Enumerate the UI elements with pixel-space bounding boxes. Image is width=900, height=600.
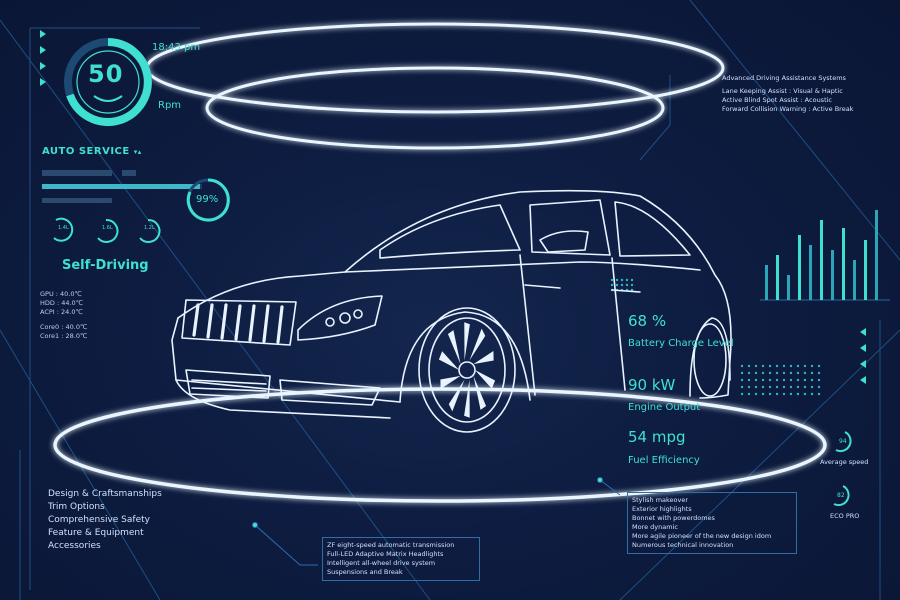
top-ring-inner <box>205 66 665 150</box>
adas-line-3: Forward Collision Warning : Active Break <box>722 105 854 113</box>
auto-service-text: AUTO SERVICE <box>42 146 130 157</box>
stat-core1: Core1 : 28.0℃ <box>40 332 88 340</box>
rpm-unit: Rpm <box>158 100 182 111</box>
adas-line-2: Active Blind Spot Assist : Acoustic <box>722 96 832 104</box>
menu-item-accessories[interactable]: Accessories <box>48 541 101 551</box>
makeover-line-1: Stylish makeover <box>632 496 689 504</box>
makeover-box: Stylish makeover Exterior highlights Bon… <box>627 492 797 554</box>
bar-chart-bar <box>765 265 768 300</box>
bar-chart-bar <box>875 210 878 300</box>
rpm-value: 50 <box>88 60 124 88</box>
bar-chart-bar <box>842 228 845 300</box>
auto-service-label[interactable]: AUTO SERVICE ▾▴ <box>42 146 142 157</box>
menu-item-feature[interactable]: Feature & Equipment <box>48 528 144 538</box>
makeover-line-4: More dynamic <box>632 523 678 531</box>
bar-chart-bar <box>853 260 856 300</box>
service-bar-2 <box>122 170 136 176</box>
base-ring <box>53 387 827 503</box>
stat-core0: Core0 : 40.0℃ <box>40 323 88 331</box>
makeover-line-2: Exterior highlights <box>632 505 692 513</box>
bar-chart-bar <box>776 255 779 300</box>
transmission-line-2: Full-LED Adaptive Matrix Headlights <box>327 550 444 558</box>
makeover-line-3: Bonnet with powerdomes <box>632 514 715 522</box>
stat-acpi: ACPI : 24.0℃ <box>40 308 83 316</box>
mini-gauge-3: 1.2L <box>144 225 155 231</box>
chevron-down-icon: ▾▴ <box>133 148 142 156</box>
transmission-line-3: Intelligent all-wheel drive system <box>327 559 436 567</box>
stat-hdd: HDD : 44.0℃ <box>40 299 83 307</box>
metric-fuel-label: Fuel Efficiency <box>628 455 700 466</box>
metric-battery-value: 68 % <box>628 312 667 330</box>
avg-speed-value: 94 <box>839 438 847 445</box>
makeover-line-6: Numerous technical innovation <box>632 541 734 549</box>
transmission-line-1: ZF eight-speed automatic transmission <box>327 541 455 549</box>
adas-panel: Advanced Driving Assistance Systems Lane… <box>722 74 853 114</box>
mini-gauge-2: 1.6L <box>102 225 113 231</box>
menu-item-safety[interactable]: Comprehensive Safety <box>48 515 150 525</box>
metric-fuel-value: 54 mpg <box>628 428 686 446</box>
eco-value: 82 <box>837 492 845 499</box>
adas-line-1: Lane Keeping Assist : Visual & Haptic <box>722 87 843 95</box>
bar-chart-bar <box>864 240 867 300</box>
eco-label: ECO PRO <box>830 512 860 520</box>
self-driving-label: Self-Driving <box>62 258 149 273</box>
progress-track <box>42 184 202 189</box>
metric-engine-label: Engine Output <box>628 402 701 413</box>
bar-chart-bar <box>798 235 801 300</box>
makeover-line-5: More agile pioneer of the new design ido… <box>632 532 772 540</box>
bar-chart-bar <box>831 250 834 300</box>
adas-title: Advanced Driving Assistance Systems <box>722 74 846 82</box>
metric-engine-value: 90 kW <box>628 376 676 394</box>
mini-gauge-1: 1.4L <box>58 225 69 231</box>
feature-menu: Design & Craftsmanships Trim Options Com… <box>48 488 162 553</box>
menu-item-trim[interactable]: Trim Options <box>48 502 105 512</box>
progress-fill <box>42 184 201 189</box>
transmission-line-4: Suspensions and Break <box>327 568 403 576</box>
bar-chart-bar <box>820 220 823 300</box>
avg-speed-label: Average speed <box>820 458 869 466</box>
metric-battery-label: Battery Charge Level <box>628 338 734 349</box>
bar-chart-bar <box>809 245 812 300</box>
system-stats: GPU : 40.0℃ HDD : 44.0℃ ACPI : 24.0℃ Cor… <box>40 290 87 341</box>
transmission-box: ZF eight-speed automatic transmission Fu… <box>322 537 480 581</box>
percent-label: 99% <box>196 194 219 205</box>
service-bar-3 <box>42 198 112 203</box>
clock-time: 18:43 pm <box>152 42 201 53</box>
service-bar-1 <box>42 170 112 176</box>
stat-gpu: GPU : 40.0℃ <box>40 290 82 298</box>
bar-chart-bar <box>787 275 790 300</box>
menu-item-design[interactable]: Design & Craftsmanships <box>48 489 162 499</box>
